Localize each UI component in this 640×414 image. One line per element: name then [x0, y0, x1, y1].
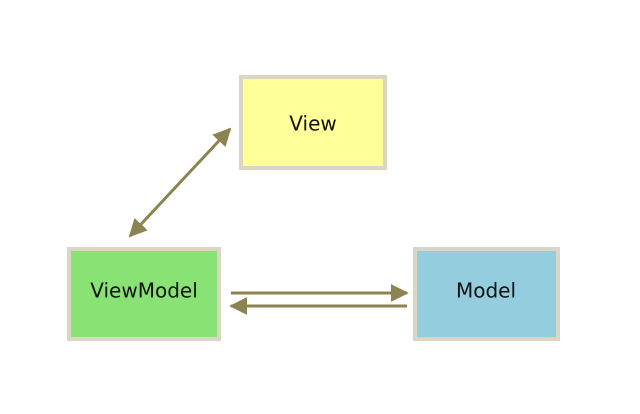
model-box [413, 247, 560, 341]
viewmodel-box [67, 247, 221, 341]
viewmodel-node: ViewModel [67, 247, 221, 341]
view-box [239, 75, 387, 170]
model-node: Model [413, 247, 560, 341]
view-label: View [289, 112, 336, 136]
model-label: Model [456, 279, 516, 303]
viewmodel-label: ViewModel [90, 279, 198, 303]
view-node: View [239, 75, 387, 170]
view-viewmodel-bidirectional-arrow [128, 127, 232, 238]
